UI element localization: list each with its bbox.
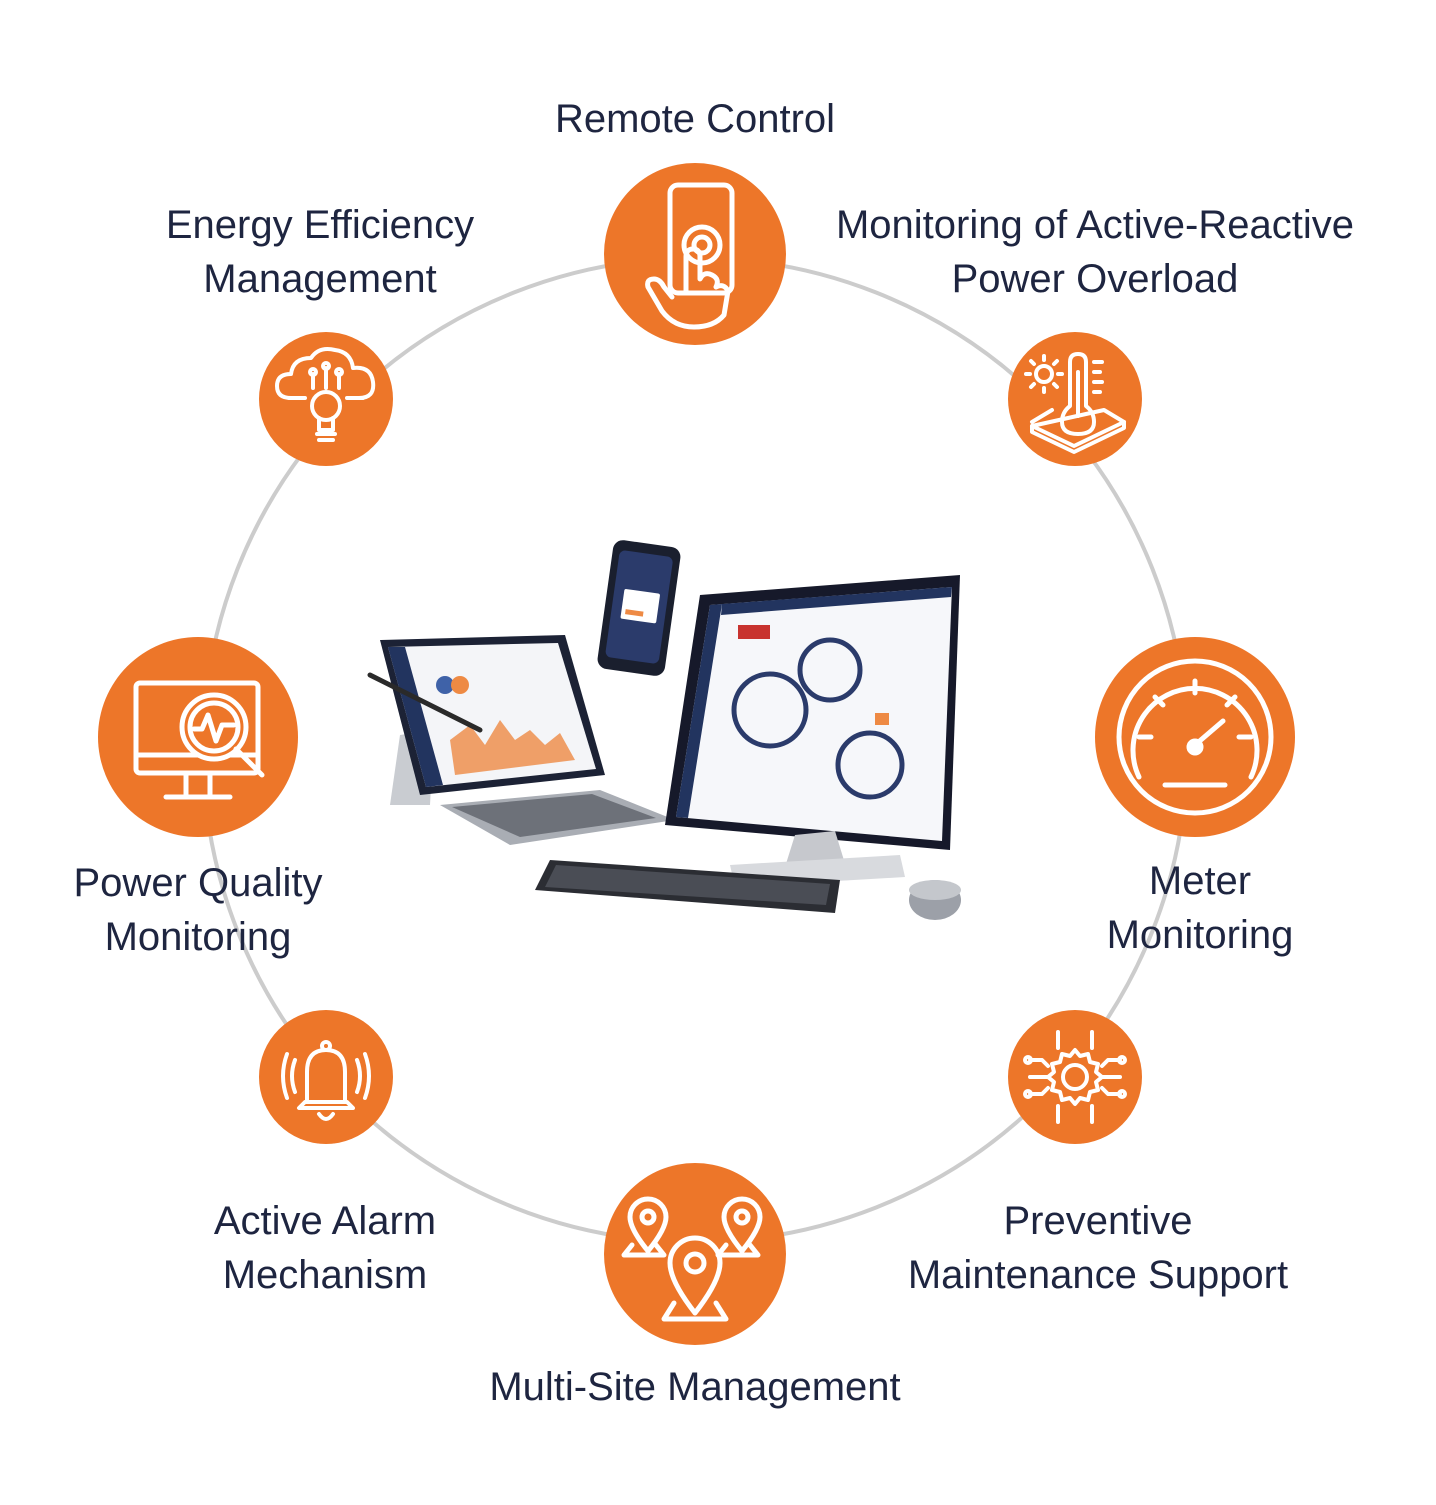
label-meter-monitoring: Meter Monitoring <box>1106 859 1294 957</box>
label-preventive-maintenance: Preventive Maintenance Support <box>907 1199 1289 1297</box>
remote-control-node <box>604 163 786 345</box>
label-power-overload: Monitoring of Active-Reactive Power Over… <box>835 203 1354 301</box>
label-multi-site: Multi-Site Management <box>489 1365 901 1409</box>
temperature-gauge-icon <box>1024 352 1126 454</box>
label-energy-efficiency: Energy Efficiency Management <box>165 203 475 301</box>
preventive-maintenance-node <box>1008 1010 1142 1144</box>
speedometer-icon <box>1116 658 1274 816</box>
multi-site-node <box>604 1163 786 1345</box>
devices-illustration <box>367 540 961 920</box>
label-power-quality: Power Quality Monitoring <box>73 861 323 959</box>
phone-touch-icon <box>645 182 735 330</box>
phone-device <box>597 540 681 676</box>
power-overload-node <box>1008 332 1142 466</box>
power-quality-node <box>98 637 298 837</box>
desktop-monitor <box>535 575 961 920</box>
energy-efficiency-node <box>259 332 393 466</box>
tablet-device <box>367 635 675 845</box>
label-remote-control: Remote Control <box>554 97 836 141</box>
bell-icon <box>281 1040 371 1121</box>
cloud-bulb-icon <box>275 347 376 442</box>
meter-monitoring-node <box>1095 637 1295 837</box>
gear-circuit-icon <box>1023 1030 1127 1124</box>
active-alarm-node <box>259 1010 393 1144</box>
map-pins-icon <box>621 1196 763 1322</box>
monitor-magnifier-icon <box>133 680 265 800</box>
label-active-alarm: Active Alarm Mechanism <box>213 1199 437 1297</box>
